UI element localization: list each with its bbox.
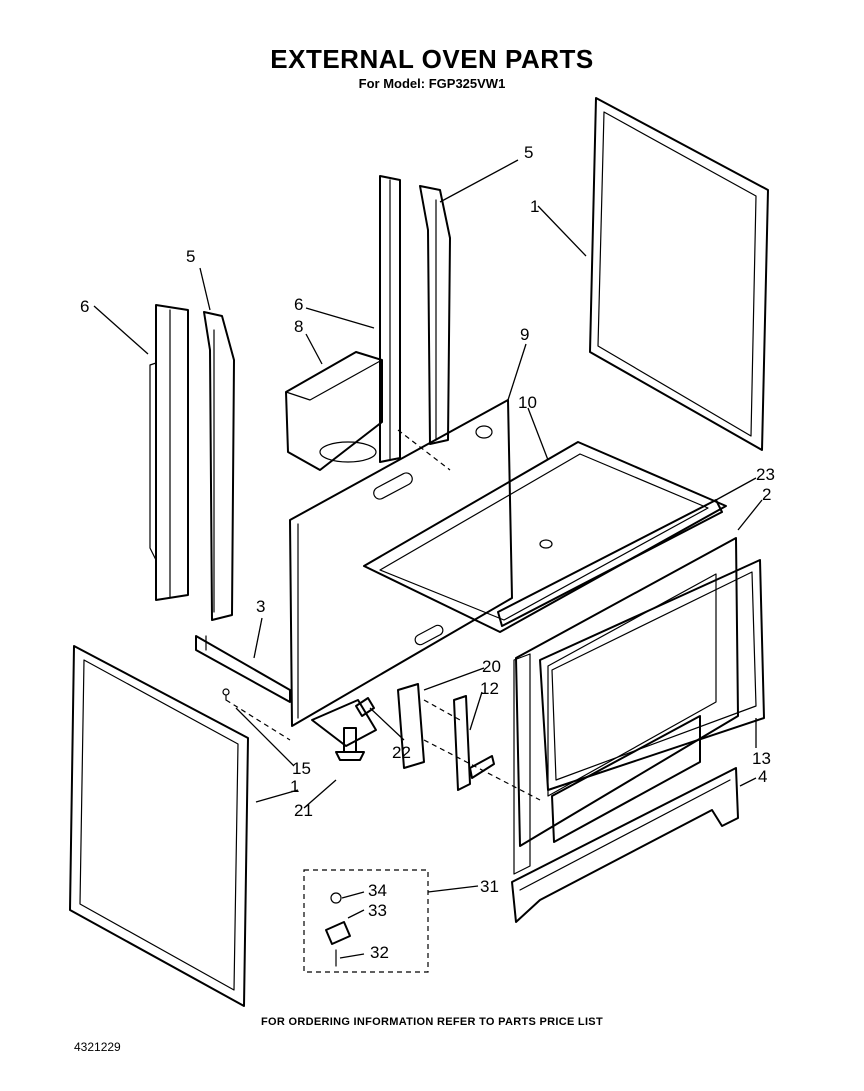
side-rail-part-5-top bbox=[419, 185, 451, 445]
callout-6-left: 6 bbox=[80, 297, 89, 316]
strip-part-23 bbox=[497, 499, 723, 627]
document-number: 4321229 bbox=[74, 1040, 121, 1054]
callout-4: 4 bbox=[758, 767, 767, 786]
callout-10: 10 bbox=[518, 393, 537, 412]
side-rail-part-6-left bbox=[149, 304, 189, 601]
oven-front-opening bbox=[513, 653, 701, 875]
callout-21: 21 bbox=[294, 801, 313, 820]
callout-33: 33 bbox=[368, 901, 387, 920]
dash-leader-20-12 bbox=[423, 699, 461, 721]
hinge-part-12 bbox=[453, 695, 495, 791]
clip-part-22 bbox=[355, 697, 375, 717]
back-panel-part-9 bbox=[289, 399, 513, 727]
dash-leader-8 bbox=[397, 429, 451, 471]
side-rail-part-6-mid bbox=[379, 175, 401, 463]
callout-23: 23 bbox=[756, 465, 775, 484]
page-title: EXTERNAL OVEN PARTS bbox=[270, 44, 594, 74]
callout-34: 34 bbox=[368, 881, 387, 900]
callout-1-left: 1 bbox=[290, 777, 299, 796]
side-rail-part-5-left bbox=[203, 311, 235, 621]
burner-box-part-8 bbox=[285, 351, 383, 471]
callout-22: 22 bbox=[392, 743, 411, 762]
callout-6-mid: 6 bbox=[294, 295, 303, 314]
callout-3: 3 bbox=[256, 597, 265, 616]
callout-31: 31 bbox=[480, 877, 499, 896]
frame-part-1-right bbox=[589, 97, 769, 451]
callout-8: 8 bbox=[294, 317, 303, 336]
callout-5-left: 5 bbox=[186, 247, 195, 266]
callout-20: 20 bbox=[482, 657, 501, 676]
dash-leader-15 bbox=[225, 699, 291, 741]
callout-1-right: 1 bbox=[530, 197, 539, 216]
callout-2: 2 bbox=[762, 485, 771, 504]
callout-15: 15 bbox=[292, 759, 311, 778]
callout-5-top: 5 bbox=[524, 143, 533, 162]
bracket-part-3 bbox=[195, 635, 291, 703]
kit-box-part-31 bbox=[303, 869, 429, 973]
callout-12: 12 bbox=[480, 679, 499, 698]
oven-bottom-part-10 bbox=[363, 441, 727, 633]
model-subtitle: For Model: FGP325VW1 bbox=[358, 76, 506, 91]
dash-leader-20-2 bbox=[423, 739, 541, 801]
hinge-part-20 bbox=[397, 683, 425, 769]
callout-32: 32 bbox=[370, 943, 389, 962]
ordering-note: FOR ORDERING INFORMATION REFER TO PARTS … bbox=[261, 1016, 603, 1028]
kick-plate-part-4 bbox=[511, 767, 739, 923]
screw-part-15 bbox=[222, 688, 230, 701]
callout-leaders bbox=[93, 159, 763, 959]
trim-part-13 bbox=[539, 559, 765, 791]
frame-part-1-left bbox=[69, 645, 249, 1007]
callout-13: 13 bbox=[752, 749, 771, 768]
leveling-leg-part-21 bbox=[311, 699, 377, 761]
callout-9: 9 bbox=[520, 325, 529, 344]
